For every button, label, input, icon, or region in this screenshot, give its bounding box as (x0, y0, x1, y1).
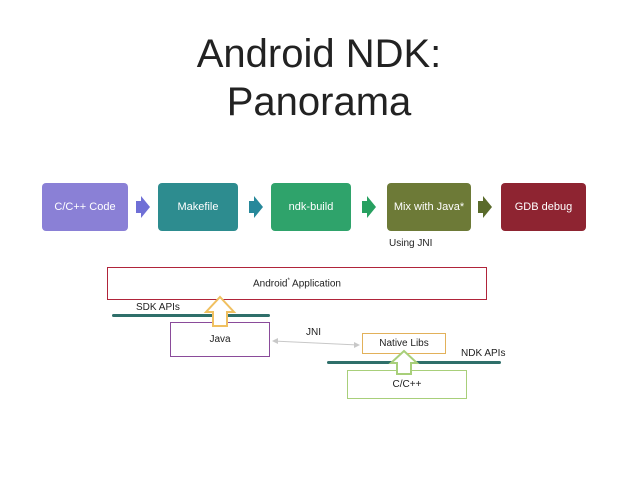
jni-label: JNI (306, 327, 321, 338)
sdk-apis-label: SDK APIs (136, 302, 180, 313)
title-line-1: Android NDK: (196, 32, 442, 76)
sdk-apis-bar (112, 314, 270, 317)
cpp-label: C/C++ (392, 379, 422, 390)
native-libs-label: Native Libs (379, 338, 429, 349)
ndk-apis-label: NDK APIs (461, 348, 506, 359)
title-line-2: Panorama (226, 80, 412, 124)
step-ndk-build: ndk-build (271, 183, 351, 231)
up-arrow-java-icon (203, 295, 237, 327)
flow-arrow-icon (136, 196, 150, 218)
jni-connector-line (272, 340, 359, 346)
flow-arrow-icon (362, 196, 376, 218)
android-application-label: Android* Application (253, 277, 341, 290)
jni-arrow-right-icon (354, 342, 360, 348)
step-gdb-debug: GDB debug (501, 183, 586, 231)
step-mix-with-java: Mix with Java* (387, 183, 471, 231)
flow-arrow-icon (478, 196, 492, 218)
up-arrow-cpp-icon (388, 349, 420, 375)
android-application-box: Android* Application (107, 267, 487, 300)
java-label: Java (209, 334, 231, 345)
step-cpp-code: C/C++ Code (42, 183, 128, 231)
native-libs-box: Native Libs (362, 333, 446, 354)
step-makefile: Makefile (158, 183, 238, 231)
flow-arrow-icon (249, 196, 263, 218)
jni-arrow-left-icon (272, 338, 278, 344)
using-jni-label: Using JNI (389, 238, 433, 249)
